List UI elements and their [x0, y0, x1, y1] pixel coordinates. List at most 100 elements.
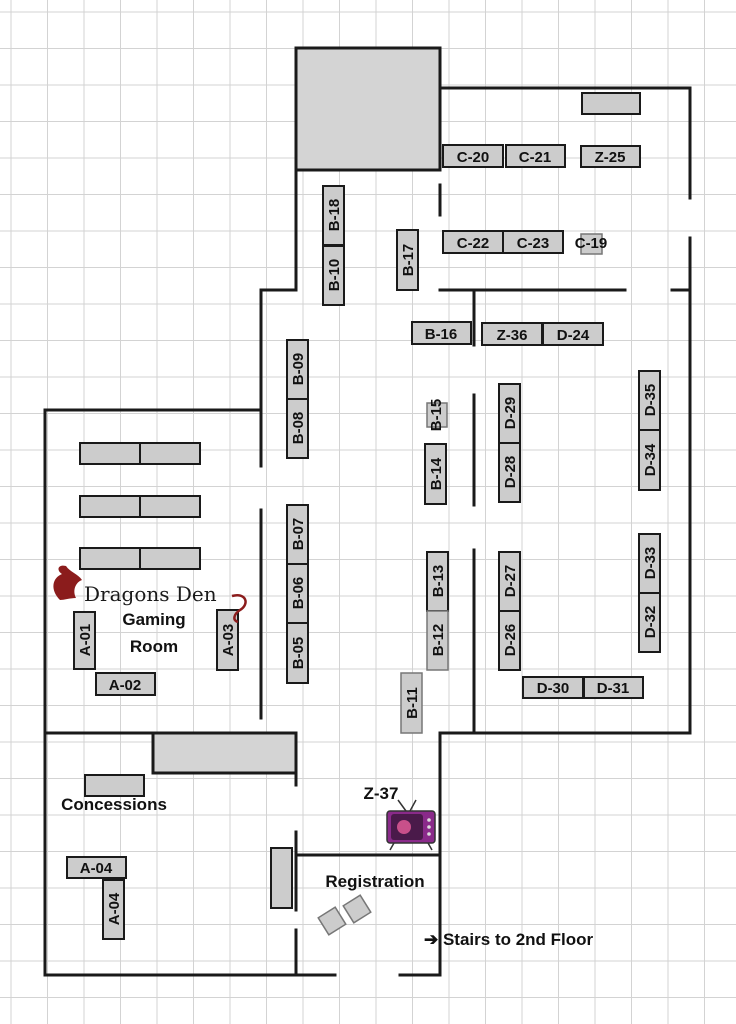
table-label: B-18 — [326, 199, 343, 232]
table-label: B-14 — [428, 457, 445, 490]
table-unlabeled — [139, 495, 201, 518]
table-d-29[interactable]: D-29 — [498, 383, 521, 444]
storage-block-top — [294, 46, 442, 172]
table-unlabeled — [79, 495, 141, 518]
table-label: D-35 — [642, 384, 659, 417]
table-d-33[interactable]: D-33 — [638, 533, 661, 594]
table-label: B-15 — [428, 399, 445, 432]
table-a-01[interactable]: A-01 — [73, 611, 96, 670]
table-label: C-20 — [457, 149, 490, 166]
table-label: D-34 — [642, 443, 659, 476]
table-c-23[interactable]: C-23 — [502, 230, 564, 254]
table-label: D-31 — [597, 680, 630, 697]
table-unlabeled — [79, 547, 141, 570]
table-d-35[interactable]: D-35 — [638, 370, 661, 431]
table-label: D-26 — [502, 624, 519, 657]
table-label: D-29 — [502, 397, 519, 430]
table-d-32[interactable]: D-32 — [638, 592, 661, 653]
table-unlabeled — [139, 442, 201, 465]
unlabeled-tables — [79, 92, 641, 936]
table-d-24[interactable]: D-24 — [542, 322, 604, 346]
table-label: A-02 — [109, 677, 142, 694]
table-c-20[interactable]: C-20 — [442, 144, 504, 168]
table-label: Z-25 — [595, 149, 626, 166]
table-label: Z-36 — [497, 327, 528, 344]
table-c-22[interactable]: C-22 — [442, 230, 504, 254]
z-37-label: Z-37 — [364, 784, 399, 803]
table-b-17[interactable]: B-17 — [396, 229, 419, 291]
labeled-tables: C-20 C-21 Z-25 C-22 C-23 C-19 B-16 Z-36 … — [66, 144, 661, 940]
table-b-07[interactable]: B-07 — [286, 504, 309, 565]
table-label: D-30 — [537, 680, 570, 697]
table-unlabeled — [79, 442, 141, 465]
table-d-27[interactable]: D-27 — [498, 551, 521, 612]
table-label: A-03 — [220, 624, 237, 657]
table-label: B-17 — [400, 244, 417, 277]
table-label: C-23 — [517, 235, 550, 252]
gaming-room-label-line2: Room — [130, 637, 178, 656]
table-z-25[interactable]: Z-25 — [580, 145, 641, 168]
table-label: A-04 — [80, 860, 113, 877]
dragons-den-logo-text: Dragons Den — [84, 582, 217, 606]
table-d-26[interactable]: D-26 — [498, 610, 521, 671]
table-b-12[interactable]: B-12 — [426, 610, 449, 671]
walls — [43, 46, 692, 977]
table-unlabeled — [139, 547, 201, 570]
table-b-11[interactable]: B-11 — [400, 672, 423, 734]
dragons-den-logo: Dragons Den — [53, 565, 247, 624]
table-label: B-13 — [430, 565, 447, 598]
table-label: A-04 — [106, 892, 123, 925]
table-a-04-vertical[interactable]: A-04 — [102, 879, 125, 940]
gaming-room-label-line1: Gaming — [122, 610, 185, 629]
table-label: D-24 — [557, 327, 590, 344]
table-a-03[interactable]: A-03 — [216, 609, 239, 671]
registration-desk — [270, 847, 293, 909]
table-b-16[interactable]: B-16 — [411, 321, 472, 345]
table-label: C-19 — [575, 235, 608, 252]
concessions-counter-block — [151, 731, 298, 775]
table-label: B-16 — [425, 326, 458, 343]
table-c-19[interactable]: C-19 — [575, 233, 608, 255]
table-label: B-08 — [290, 412, 307, 445]
table-d-30[interactable]: D-30 — [522, 676, 584, 699]
table-b-06[interactable]: B-06 — [286, 563, 309, 624]
registration-chair — [317, 906, 347, 936]
stairs-label[interactable]: ➔ Stairs to 2nd Floor — [424, 930, 594, 949]
table-label: B-11 — [404, 687, 421, 719]
table-a-04-horizontal[interactable]: A-04 — [66, 856, 127, 879]
table-b-08[interactable]: B-08 — [286, 398, 309, 459]
table-b-15[interactable]: B-15 — [426, 399, 448, 432]
table-b-05[interactable]: B-05 — [286, 622, 309, 684]
table-label: B-06 — [290, 577, 307, 610]
concessions-label: Concessions — [61, 795, 167, 814]
table-b-18[interactable]: B-18 — [322, 185, 345, 246]
table-b-09[interactable]: B-09 — [286, 339, 309, 400]
table-d-31[interactable]: D-31 — [583, 676, 644, 699]
table-label: B-12 — [430, 624, 447, 657]
dragon-tail-icon — [231, 593, 247, 624]
registration-label: Registration — [325, 872, 424, 891]
registration-chair — [342, 894, 372, 924]
table-label: C-22 — [457, 235, 490, 252]
table-label: B-05 — [290, 637, 307, 670]
table-b-13[interactable]: B-13 — [426, 551, 449, 612]
table-label: B-07 — [290, 518, 307, 551]
table-label: D-28 — [502, 456, 519, 489]
table-d-34[interactable]: D-34 — [638, 429, 661, 491]
table-label: D-27 — [502, 565, 519, 598]
table-c-21[interactable]: C-21 — [505, 144, 566, 168]
table-d-28[interactable]: D-28 — [498, 442, 521, 503]
concessions-table — [84, 774, 145, 797]
table-label: B-10 — [326, 259, 343, 292]
table-a-02[interactable]: A-02 — [95, 672, 156, 696]
television-icon[interactable] — [386, 799, 436, 851]
table-z-36[interactable]: Z-36 — [481, 322, 543, 346]
table-label: D-33 — [642, 547, 659, 580]
table-label: D-32 — [642, 606, 659, 639]
table-label: A-01 — [77, 624, 94, 657]
table-b-10[interactable]: B-10 — [322, 245, 345, 306]
table-b-14[interactable]: B-14 — [424, 443, 447, 505]
table-label: B-09 — [290, 353, 307, 386]
table-label: C-21 — [519, 149, 552, 166]
